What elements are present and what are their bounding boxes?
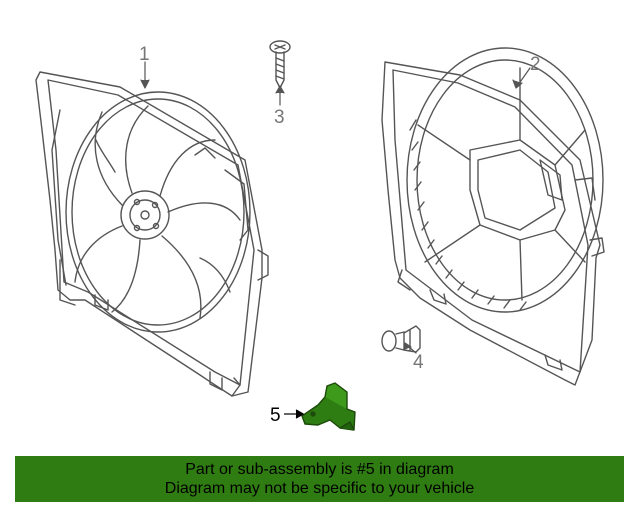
leader-lines bbox=[140, 61, 531, 354]
push-pin-part bbox=[381, 325, 421, 353]
banner-line-1: Part or sub-assembly is #5 in diagram bbox=[185, 461, 454, 478]
callout-5: 5 bbox=[270, 405, 281, 426]
shroud-part bbox=[381, 47, 605, 386]
callout-4: 4 bbox=[413, 352, 424, 373]
banner-line-2: Diagram may not be specific to your vehi… bbox=[164, 480, 475, 497]
screw-part bbox=[269, 40, 291, 89]
callout-1: 1 bbox=[139, 44, 150, 65]
info-banner: Part or sub-assembly is #5 in diagram Di… bbox=[15, 456, 624, 502]
callout-3: 3 bbox=[274, 107, 285, 128]
callout-2: 2 bbox=[530, 54, 541, 75]
fan-shroud-assembly bbox=[35, 71, 269, 397]
parts-diagram bbox=[35, 40, 605, 431]
bracket-part-highlighted bbox=[284, 382, 356, 431]
